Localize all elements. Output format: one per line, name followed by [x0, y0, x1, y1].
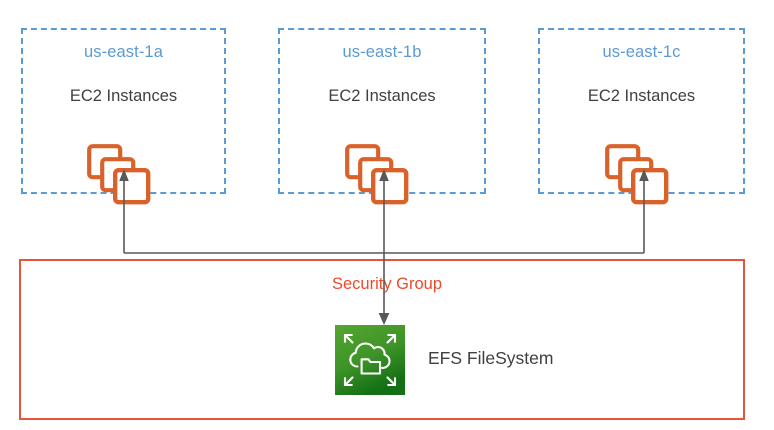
az-title-us-east-1a: us-east-1a — [84, 43, 163, 61]
ec2-instances-icon[interactable] — [344, 143, 410, 205]
az-title-us-east-1c: us-east-1c — [602, 43, 681, 61]
availability-zone-us-east-1b[interactable]: us-east-1b EC2 Instances — [278, 28, 486, 205]
az-resource-label-us-east-1c: EC2 Instances — [587, 87, 696, 105]
availability-zone-us-east-1c[interactable]: us-east-1c EC2 Instances — [538, 28, 745, 205]
ec2-instances-icon[interactable] — [86, 143, 152, 205]
security-group-label: Security Group — [331, 275, 443, 293]
az-resource-label-us-east-1a: EC2 Instances — [69, 87, 178, 105]
az-resource-label-us-east-1b: EC2 Instances — [328, 87, 436, 105]
efs-filesystem-label: EFS FileSystem — [428, 348, 554, 368]
efs-filesystem-icon[interactable] — [335, 325, 405, 395]
ec2-instances-icon[interactable] — [604, 143, 670, 205]
availability-zone-us-east-1a[interactable]: us-east-1a EC2 Instances — [21, 28, 226, 205]
security-group-boundary[interactable] — [19, 259, 745, 420]
az-title-us-east-1b: us-east-1b — [342, 43, 422, 61]
